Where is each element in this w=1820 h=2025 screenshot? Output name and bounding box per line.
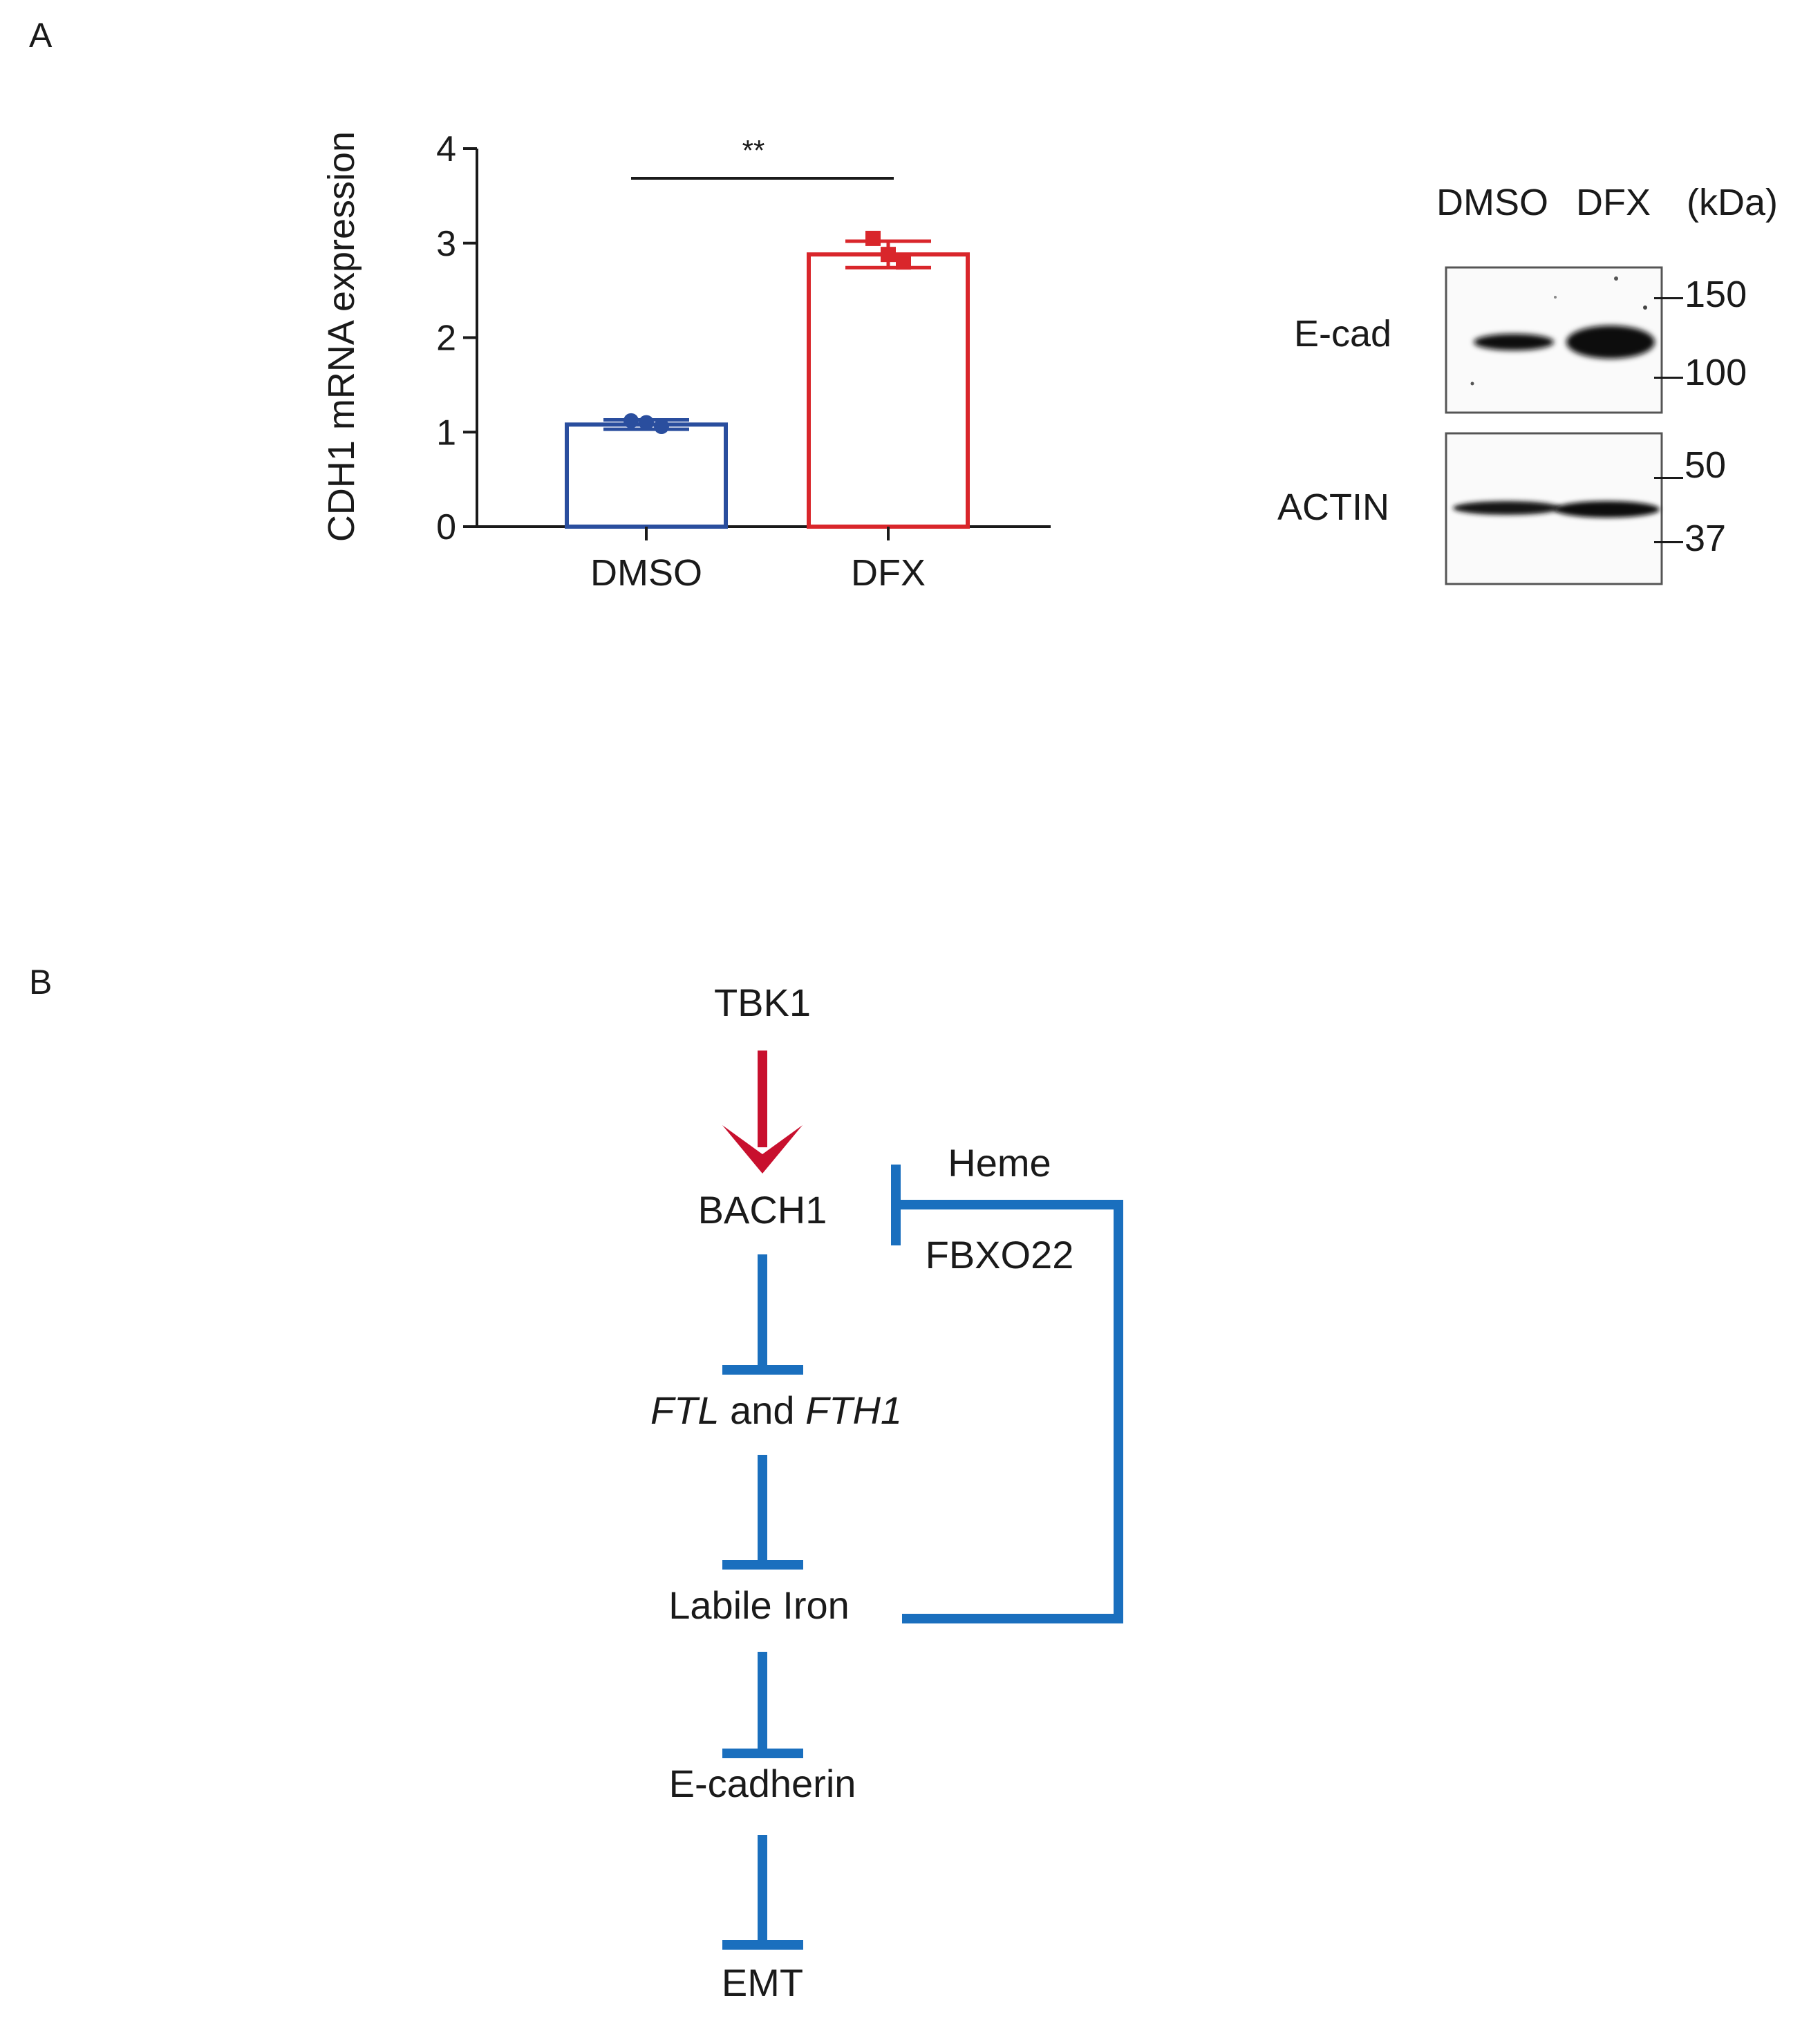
panel-a-label: A [29,16,53,55]
unit-label: (kDa) [1687,182,1778,223]
actin-blot-image [1445,432,1663,585]
marker-150: 150 [1685,274,1747,315]
node-bach1: BACH1 [698,1188,827,1232]
band-actin-dfx [1555,501,1660,518]
data-point [881,247,896,263]
y-axis-label: CDH1 mRNA expression [321,131,362,542]
node-tbk1: TBK1 [714,981,811,1024]
gene-fth1: FTH1 [805,1388,902,1432]
gene-ftl: FTL [650,1388,720,1432]
node-labile-iron: Labile Iron [668,1583,850,1627]
conjunction-and: and [720,1388,806,1432]
marker-50: 50 [1685,444,1727,486]
band-ecad-dmso [1474,334,1554,350]
blot-row-label-actin: ACTIN [1277,487,1389,528]
pathway-diagram: TBK1 BACH1 FTL and FTH1 Labile Iron E-ca… [650,981,1123,2004]
y-tick-label: 3 [436,224,456,264]
bar-chart: CDH1 mRNA expression 0 1 2 3 4 DMSO DFX ** [321,129,1051,594]
x-tick-label: DFX [851,552,926,594]
data-point [654,419,669,435]
western-blot: DMSO DFX (kDa) E-cad 150 100 ACTIN 50 37 [0,0,1820,636]
marker-100: 100 [1685,352,1747,393]
band-ecad-dfx [1566,326,1655,359]
y-tick-label: 4 [436,129,456,169]
data-point [865,230,881,246]
lane-label-dmso: DMSO [1436,182,1548,223]
lane-label-dfx: DFX [1576,182,1651,223]
node-ftl-fth1: FTL and FTH1 [650,1388,902,1432]
band-actin-dmso [1453,501,1561,515]
feedback-label-heme: Heme [948,1141,1051,1185]
data-point [623,413,639,428]
x-tick-label: DMSO [590,552,702,594]
node-emt: EMT [722,1961,803,2004]
blot-row-label-ecad: E-cad [1294,313,1392,355]
y-tick-label: 0 [436,507,456,547]
data-point [896,254,911,270]
y-tick-label: 2 [436,319,456,359]
feedback-label-fbxo22: FBXO22 [926,1233,1074,1277]
activation-arrowhead [722,1125,803,1174]
feedback-inhibition-line [895,1200,1123,1623]
data-point [639,415,654,431]
node-ecadherin: E-cadherin [669,1762,856,1805]
significance-label: ** [742,134,765,167]
y-tick-label: 1 [436,413,456,453]
marker-37: 37 [1685,518,1727,559]
panel-b-label: B [29,963,53,1001]
ecad-blot-image [1445,266,1663,414]
